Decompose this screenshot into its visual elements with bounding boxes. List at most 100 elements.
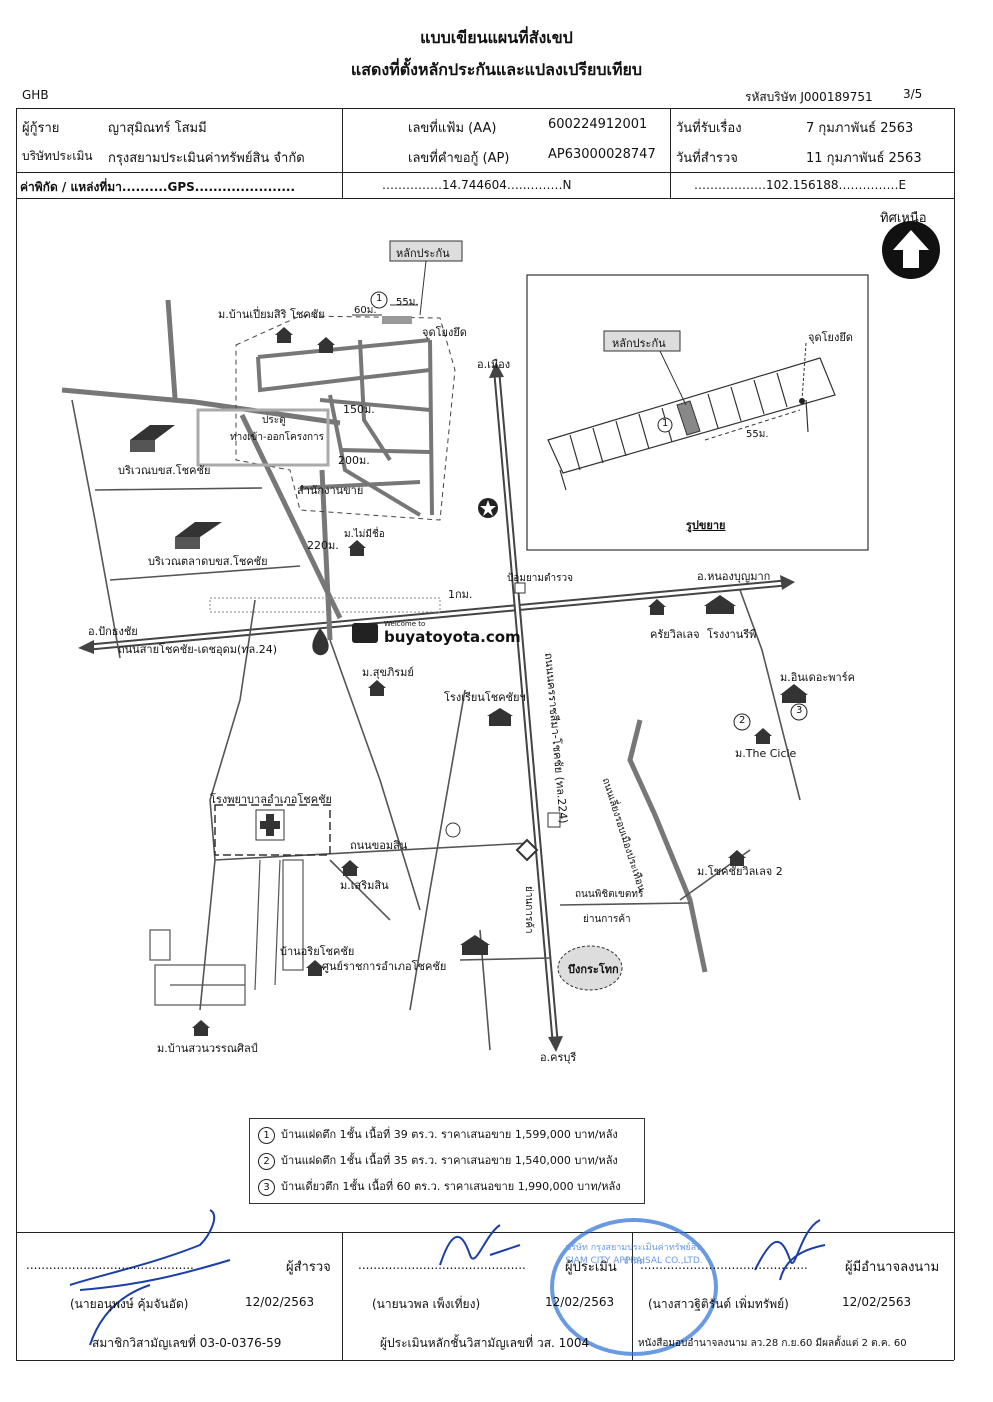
inset-collateral-label: หลักประกัน <box>612 337 666 350</box>
surveyor-role: ผู้สำรวจ <box>286 1260 331 1275</box>
distance-60-label: 60ม. <box>354 305 377 316</box>
khachai-village-label: ครัยวิลเลจ <box>650 628 700 641</box>
distance-150-label: 150ม. <box>343 403 375 416</box>
company-label: บริษัทประเมิน <box>22 149 93 163</box>
inset-label: รูปขยาย <box>686 519 726 532</box>
appraiser-signature <box>439 1224 521 1266</box>
school-label: โรงเรียนโชคชัยฯ <box>444 691 526 704</box>
received-label: วันที่รับเรื่อง <box>676 121 742 136</box>
distance-55-label: 55ม. <box>396 297 419 308</box>
phijit-road-label: ถนนพิชิตเขตทร์ <box>575 889 644 900</box>
page-title: แบบเขียนแผนที่สังเขป <box>420 28 573 47</box>
chokchai-village2-label: ม.โชคชัยวิลเลจ 2 <box>697 865 783 878</box>
survey-label: วันที่สำรวจ <box>676 151 738 166</box>
khon-buri-label: อ.ครบุรี <box>540 1051 577 1064</box>
hospital-icon <box>255 809 285 841</box>
company-code: รหัสบริษัท J000189751 <box>745 90 873 104</box>
appraiser-name: (นายนวพล เพ็งเที่ยง) <box>372 1297 481 1311</box>
bus-terminal-label: บริเวณบขส.โชคชัย <box>118 464 211 477</box>
gate-access-label: ทางเข้า-ออกโครงการ <box>230 432 324 443</box>
main-road-label: ถนนสายโชคชัย-เดชอุดม(ทล.24) <box>118 643 278 656</box>
comparison-markers <box>370 291 808 731</box>
road-om-label: ถนนขอมสิน <box>350 839 408 852</box>
longitude: ………………102.156188……………E <box>694 178 907 192</box>
warehouse-icon <box>175 522 222 549</box>
shop-icon <box>445 812 561 862</box>
inset-distance-label: 55ม. <box>746 429 769 440</box>
sermsin-label: ม.เสริมสิน <box>340 879 389 892</box>
sales-office-label: สำนักงานขาย <box>297 484 364 497</box>
gate-label: ประตู <box>262 415 286 426</box>
received-date: 7 กุมภาพันธ์ 2563 <box>806 121 914 136</box>
police-box-icon <box>514 582 526 594</box>
borrower-label: ผู้กู้ราย <box>22 121 60 136</box>
page-number: 3/5 <box>903 87 923 101</box>
authorizer-date: 12/02/2563 <box>842 1295 912 1309</box>
warehouse-icon <box>130 425 175 452</box>
main-road <box>89 579 786 651</box>
ghb-code: GHB <box>22 88 49 102</box>
hospital-label: โรงพยาบาลอำเภอโชคชัย <box>210 793 333 806</box>
appraiser-dots: ........................................… <box>358 1258 526 1272</box>
distance-220-label: 220ม. <box>307 539 339 552</box>
distance-200-label: 200ม. <box>338 454 370 467</box>
village-piamsiri-label: ม.บ้านเปี่ยมสิริ โชคชัย <box>218 308 325 321</box>
toyota-sign: Welcome to buyatoyota.com <box>352 620 521 650</box>
police-label: ป้อมยามตำรวจ <box>507 573 573 584</box>
authorizer-dots: ........................................… <box>640 1258 808 1272</box>
north-label: ทิศเหนือ <box>880 211 927 226</box>
appraiser-member: ผู้ประเมินหลักชั้นวิสามัญเลขที่ วส. 1004 <box>380 1336 590 1350</box>
authorizer-name: (นางสาวฐิติรันต์ เพิ่มทรัพย์) <box>648 1297 789 1311</box>
market-area-label: ย่านการค้า <box>523 886 534 934</box>
in-the-park-label: ม.อินเดอะพาร์ค <box>780 671 855 684</box>
surveyor-member: สมาชิกวิสามัญเลขที่ 03-0-0376-59 <box>92 1336 282 1350</box>
house-icons <box>192 327 808 1036</box>
inset-ref-label: จุดโยงยึด <box>808 331 853 344</box>
company-name: กรุงสยามประเมินค่าทรัพย์สิน จำกัด <box>108 151 305 166</box>
authorizer-role: ผู้มีอำนาจลงนาม <box>845 1260 940 1275</box>
suk-village-label: ม.สุขภิรมย์ <box>362 666 414 679</box>
surveyor-signature <box>69 1209 231 1346</box>
marker-1: 1 <box>376 293 383 304</box>
nong-bun-mak-label: อ.หนองบุญมาก <box>697 570 771 583</box>
village-noname-label: ม.ไม่มีชื่อ <box>344 529 385 540</box>
authorizer-signature <box>754 1219 826 1281</box>
marker-3: 3 <box>796 705 803 716</box>
coord-label: ค่าพิกัด / แหล่งที่มา..........GPS......… <box>20 180 296 194</box>
distance-1km-label: 1กม. <box>448 588 473 601</box>
gov-center-label: ศูนย์ราชการอำเภอโชคชัย <box>322 960 447 973</box>
request-label: เลขที่คำขอกู้ (AP) <box>408 151 510 166</box>
muang-label: อ.เมือง <box>477 358 511 371</box>
pond-label: บึงกระโทก <box>568 963 619 976</box>
location-map <box>61 221 940 1052</box>
survey-date: 11 กุมภาพันธ์ 2563 <box>806 151 922 166</box>
factory-label: โรงงานรีพี <box>707 628 757 641</box>
appraiser-date: 12/02/2563 <box>545 1295 615 1309</box>
suan-wanna-label: ม.บ้านสวนวรรณศิลป์ <box>157 1042 258 1055</box>
gas-drop-icon <box>312 628 329 656</box>
surveyor-name: (นายอนุพงษ์ คุ้มจันอัด) <box>70 1297 189 1311</box>
file-label: เลขที่แฟ้ม (AA) <box>408 121 497 136</box>
inset-marker-1: 1 <box>662 418 669 429</box>
bus-market-label: บริเวณตลาดบขส.โชคชัย <box>148 555 268 568</box>
collateral-label: หลักประกัน <box>396 247 450 260</box>
borrower-name: ญาสุมิณทร์ โสมมี <box>108 121 207 136</box>
pak-thong-chai-label: อ.ปักธงชัย <box>88 625 138 638</box>
marker-2: 2 <box>739 715 746 726</box>
north-arrow-icon <box>882 221 940 279</box>
latitude: ……………14.744604…..………N <box>382 178 572 192</box>
company-stamp: บริษัท กรุงสยามประเมินค่าทรัพย์สิน จำกัด… <box>550 1218 718 1356</box>
star-icon <box>478 498 498 518</box>
page-subtitle: แสดงที่ตั้งหลักประกันและแปลงเปรียบเทียบ <box>350 60 643 79</box>
the-cicle-label: ม.The Cicle <box>735 747 797 760</box>
authorizer-authority: หนังสือมอบอำนาจลงนาม ลว.28 ก.ย.60 มีผลตั… <box>638 1338 907 1349</box>
request-number: AP63000028747 <box>548 147 656 162</box>
ref-point-label: จุดโยงยึด <box>422 326 467 339</box>
file-number: 600224912001 <box>548 117 648 132</box>
ariya-village-label: บ้านอริยโชคชัย <box>280 945 355 958</box>
shop-area-label: ย่านการค้า <box>583 914 631 925</box>
appraiser-role: ผู้ประเมิน <box>565 1260 617 1275</box>
